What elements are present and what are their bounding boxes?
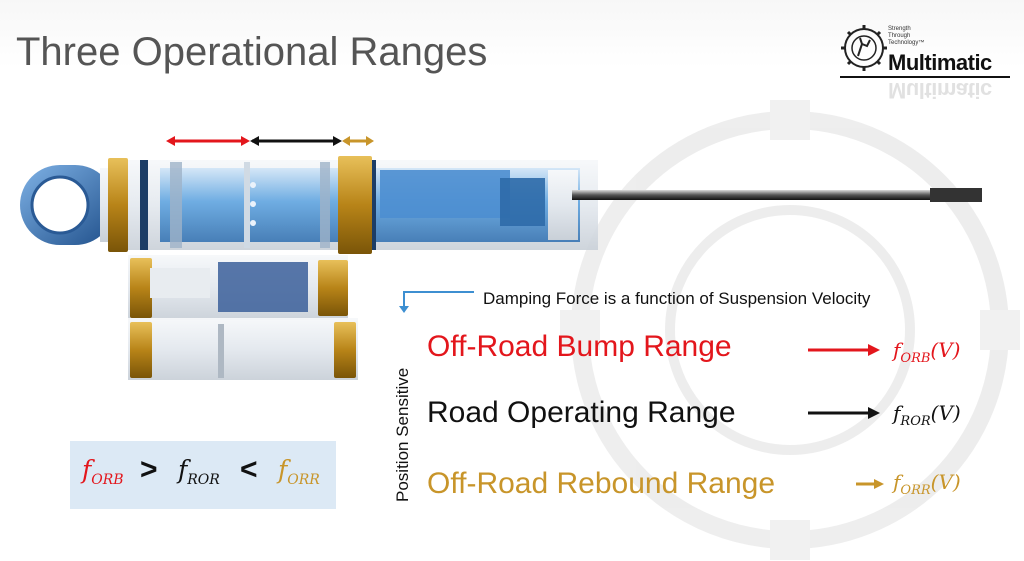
ineq-greater-than: >: [140, 453, 158, 486]
reservoir-upper: [128, 255, 348, 320]
arrow-right-icon-bump: [808, 344, 880, 356]
ineq-orb: fORB: [82, 455, 124, 488]
range-label-rebound: Off-Road Rebound Range: [427, 467, 776, 500]
range-indicator-arrows: [166, 136, 374, 146]
ineq-less-than: <: [240, 453, 258, 486]
multimatic-logo: Strength Through Technology™ Multimatic …: [840, 22, 1016, 114]
function-bump: fORB(V): [893, 338, 961, 366]
inequality-box: fORB > fROR < fORR: [70, 441, 336, 509]
ineq-ror: fROR: [178, 455, 220, 488]
logo-name: Multimatic: [888, 50, 992, 75]
range-label-bump: Off-Road Bump Range: [427, 330, 732, 363]
logo-underline: [840, 76, 1010, 78]
function-rebound: fORR(V): [893, 470, 961, 498]
arrow-right-icon-road: [808, 407, 880, 419]
logo-reflection: Multimatic: [888, 78, 992, 103]
eyelet-mount: [20, 165, 115, 245]
page-title: Three Operational Ranges: [16, 30, 488, 74]
arrow-right-icon-rebound: [856, 479, 884, 489]
function-road: fROR(V): [893, 401, 961, 429]
shock-absorber-illustration: [20, 136, 982, 380]
position-sensitive-label: Position Sensitive: [393, 367, 412, 502]
range-label-road: Road Operating Range: [427, 396, 736, 429]
gear-logo-icon: [841, 25, 887, 71]
note-pointer-arrow: [399, 291, 474, 313]
logo-tagline: Strength Through Technology™: [888, 26, 925, 46]
ineq-orr: fORR: [278, 455, 320, 488]
reservoir-lower: [128, 318, 358, 380]
damping-note: Damping Force is a function of Suspensio…: [483, 289, 871, 308]
